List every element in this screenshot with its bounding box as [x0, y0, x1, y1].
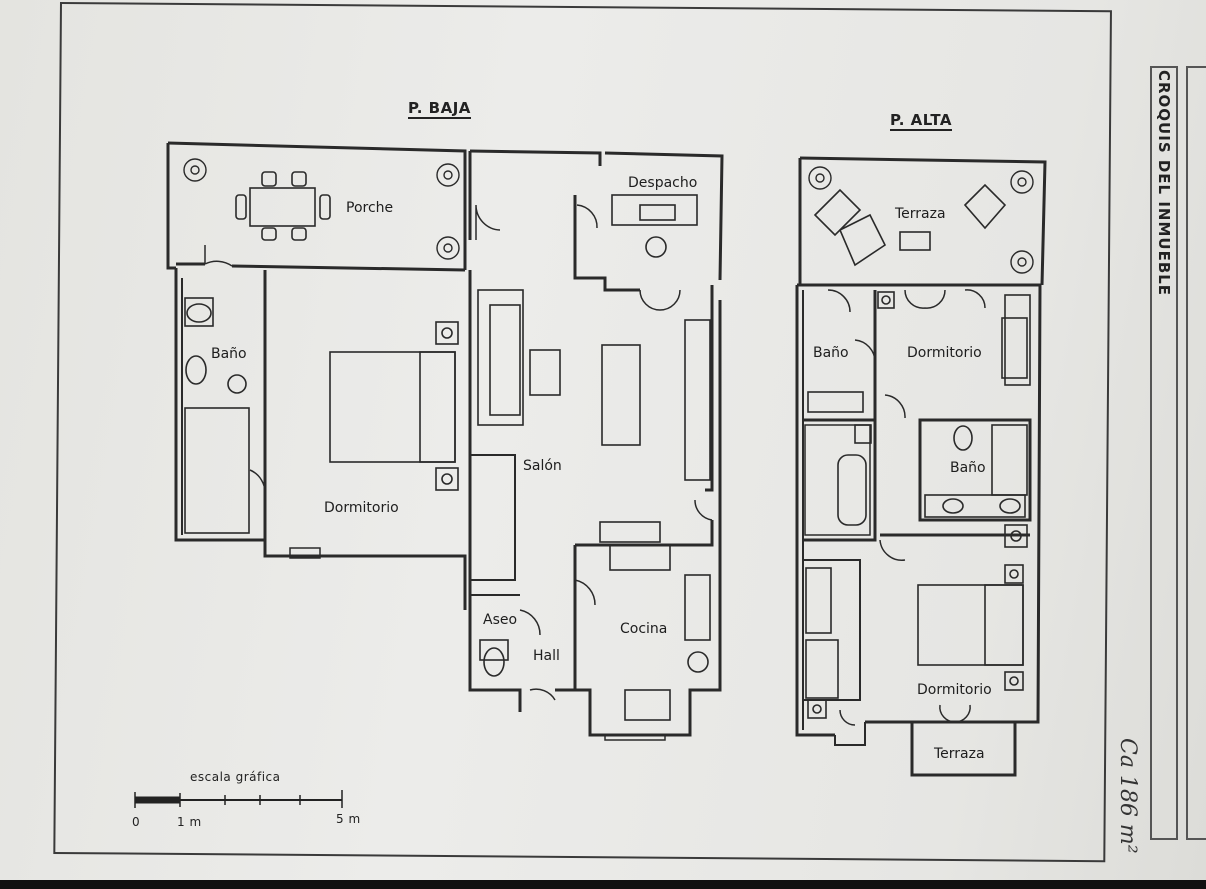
scale-bar	[134, 790, 343, 808]
center-top-wall	[469, 149, 602, 166]
room-bath-ground: Baño	[211, 346, 247, 362]
scale-tick-0: 0	[132, 815, 141, 829]
ground-floor-title: P. BAJA	[408, 99, 471, 119]
handwritten-area-note: Ca 186 m²	[1115, 738, 1140, 854]
office-wall	[604, 151, 724, 281]
bedroom-outer-wall	[174, 268, 467, 610]
room-terrace-top: Terraza	[895, 206, 946, 222]
upper-terrace-wall	[799, 156, 1047, 286]
room-bedroom-upper-bottom: Dormitorio	[917, 682, 992, 698]
side-title-box	[1150, 66, 1178, 840]
side-heading: CROQUIS DEL INMUEBLE	[1155, 70, 1173, 297]
room-living: Salón	[523, 458, 562, 474]
room-bath-upper-right: Baño	[950, 460, 986, 476]
room-bath-upper-left: Baño	[813, 345, 849, 361]
lower-terrace-wall	[910, 722, 1017, 777]
scale-label: escala gráfica	[190, 770, 281, 784]
porch-wall-left	[166, 143, 176, 270]
room-toilet: Aseo	[483, 612, 518, 628]
side-box-secondary	[1186, 66, 1206, 840]
room-bedroom-upper-top: Dormitorio	[907, 345, 982, 361]
scale-tick-5: 5 m	[336, 812, 361, 826]
room-kitchen: Cocina	[620, 621, 668, 637]
scale-tick-1: 1 m	[177, 815, 202, 829]
room-porch: Porche	[346, 200, 394, 216]
room-bedroom-ground: Dormitorio	[324, 500, 399, 516]
bottom-edge-shadow	[0, 880, 1206, 889]
room-terrace-bottom: Terraza	[934, 746, 985, 762]
upper-floor-title: P. ALTA	[890, 111, 953, 131]
room-office: Despacho	[628, 175, 698, 191]
room-hall: Hall	[533, 648, 560, 664]
porch-inner-wall	[176, 262, 466, 272]
porch-wall-top	[167, 141, 467, 270]
